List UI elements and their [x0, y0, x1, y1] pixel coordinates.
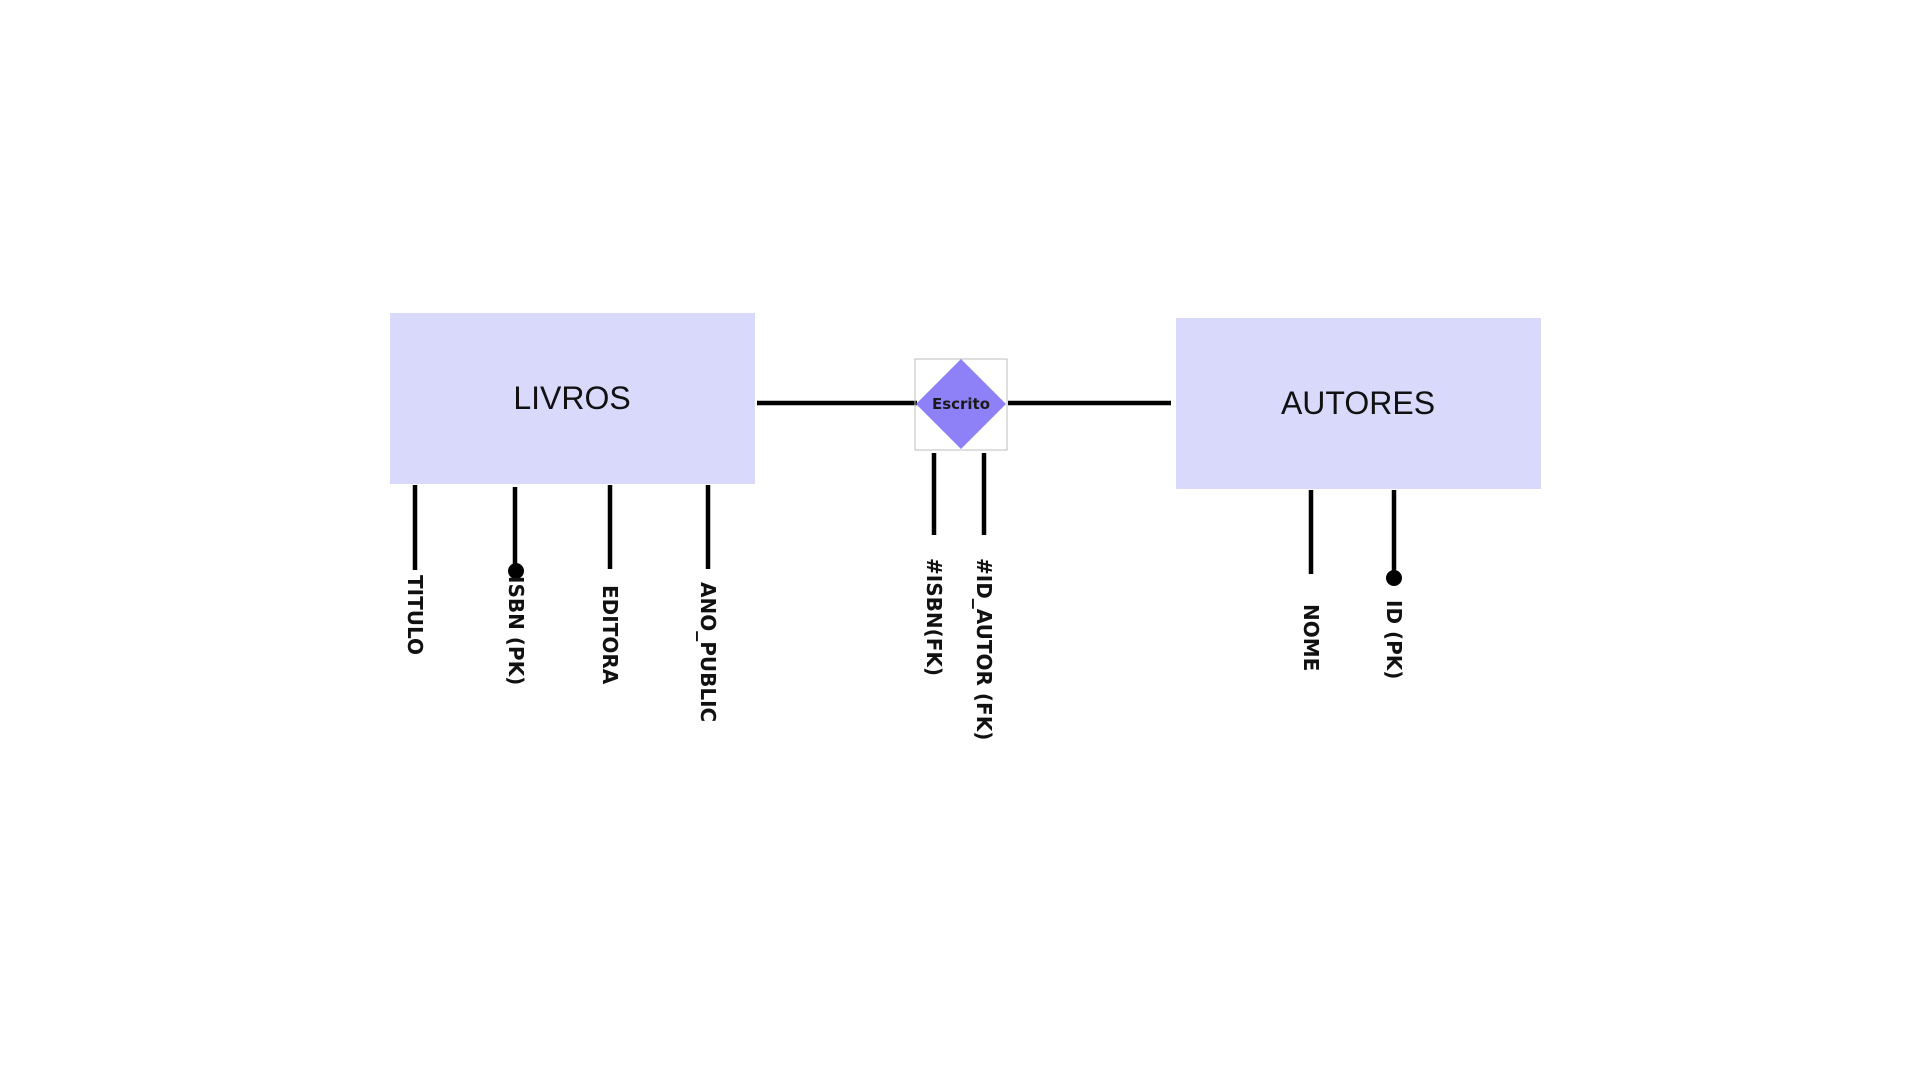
entity-autores[interactable]: AUTORES [1176, 318, 1541, 489]
relationship-escrito-diamond [916, 359, 1006, 449]
attribute-id-autor-fk-label: #ID_AUTOR (FK) [972, 558, 996, 740]
entity-autores-box [1176, 318, 1541, 489]
entity-livros-box [390, 313, 755, 484]
relationship-escrito[interactable]: Escrito [914, 358, 1008, 451]
attribute-nome-label: NOME [1299, 604, 1323, 671]
attribute-editora[interactable]: EDITORA [598, 485, 622, 685]
primary-key-dot [508, 563, 524, 579]
entity-livros-title: LIVROS [513, 380, 630, 416]
attribute-ano-public-label: ANO_PUBLIC [696, 582, 720, 722]
attribute-editora-label: EDITORA [598, 585, 622, 685]
attribute-titulo-label: TITULO [403, 575, 427, 655]
attribute-ano-public[interactable]: ANO_PUBLIC [696, 485, 720, 722]
attribute-isbn-fk-label: #ISBN(FK) [922, 558, 946, 676]
attribute-id-autor-fk[interactable]: #ID_AUTOR (FK) [972, 453, 996, 740]
attribute-nome[interactable]: NOME [1299, 490, 1323, 671]
attribute-id-pk-label: ID (PK) [1382, 600, 1406, 679]
relationship-escrito-title: Escrito [932, 395, 990, 413]
primary-key-dot [1386, 570, 1402, 586]
attribute-isbn-pk[interactable]: ISBN (PK) [504, 487, 528, 685]
entity-livros[interactable]: LIVROS [390, 313, 755, 484]
attribute-isbn-fk[interactable]: #ISBN(FK) [922, 453, 946, 676]
attribute-titulo[interactable]: TITULO [403, 485, 427, 655]
attribute-id-pk[interactable]: ID (PK) [1382, 490, 1406, 679]
entity-autores-title: AUTORES [1281, 385, 1435, 421]
attribute-isbn-label: ISBN (PK) [504, 576, 528, 685]
